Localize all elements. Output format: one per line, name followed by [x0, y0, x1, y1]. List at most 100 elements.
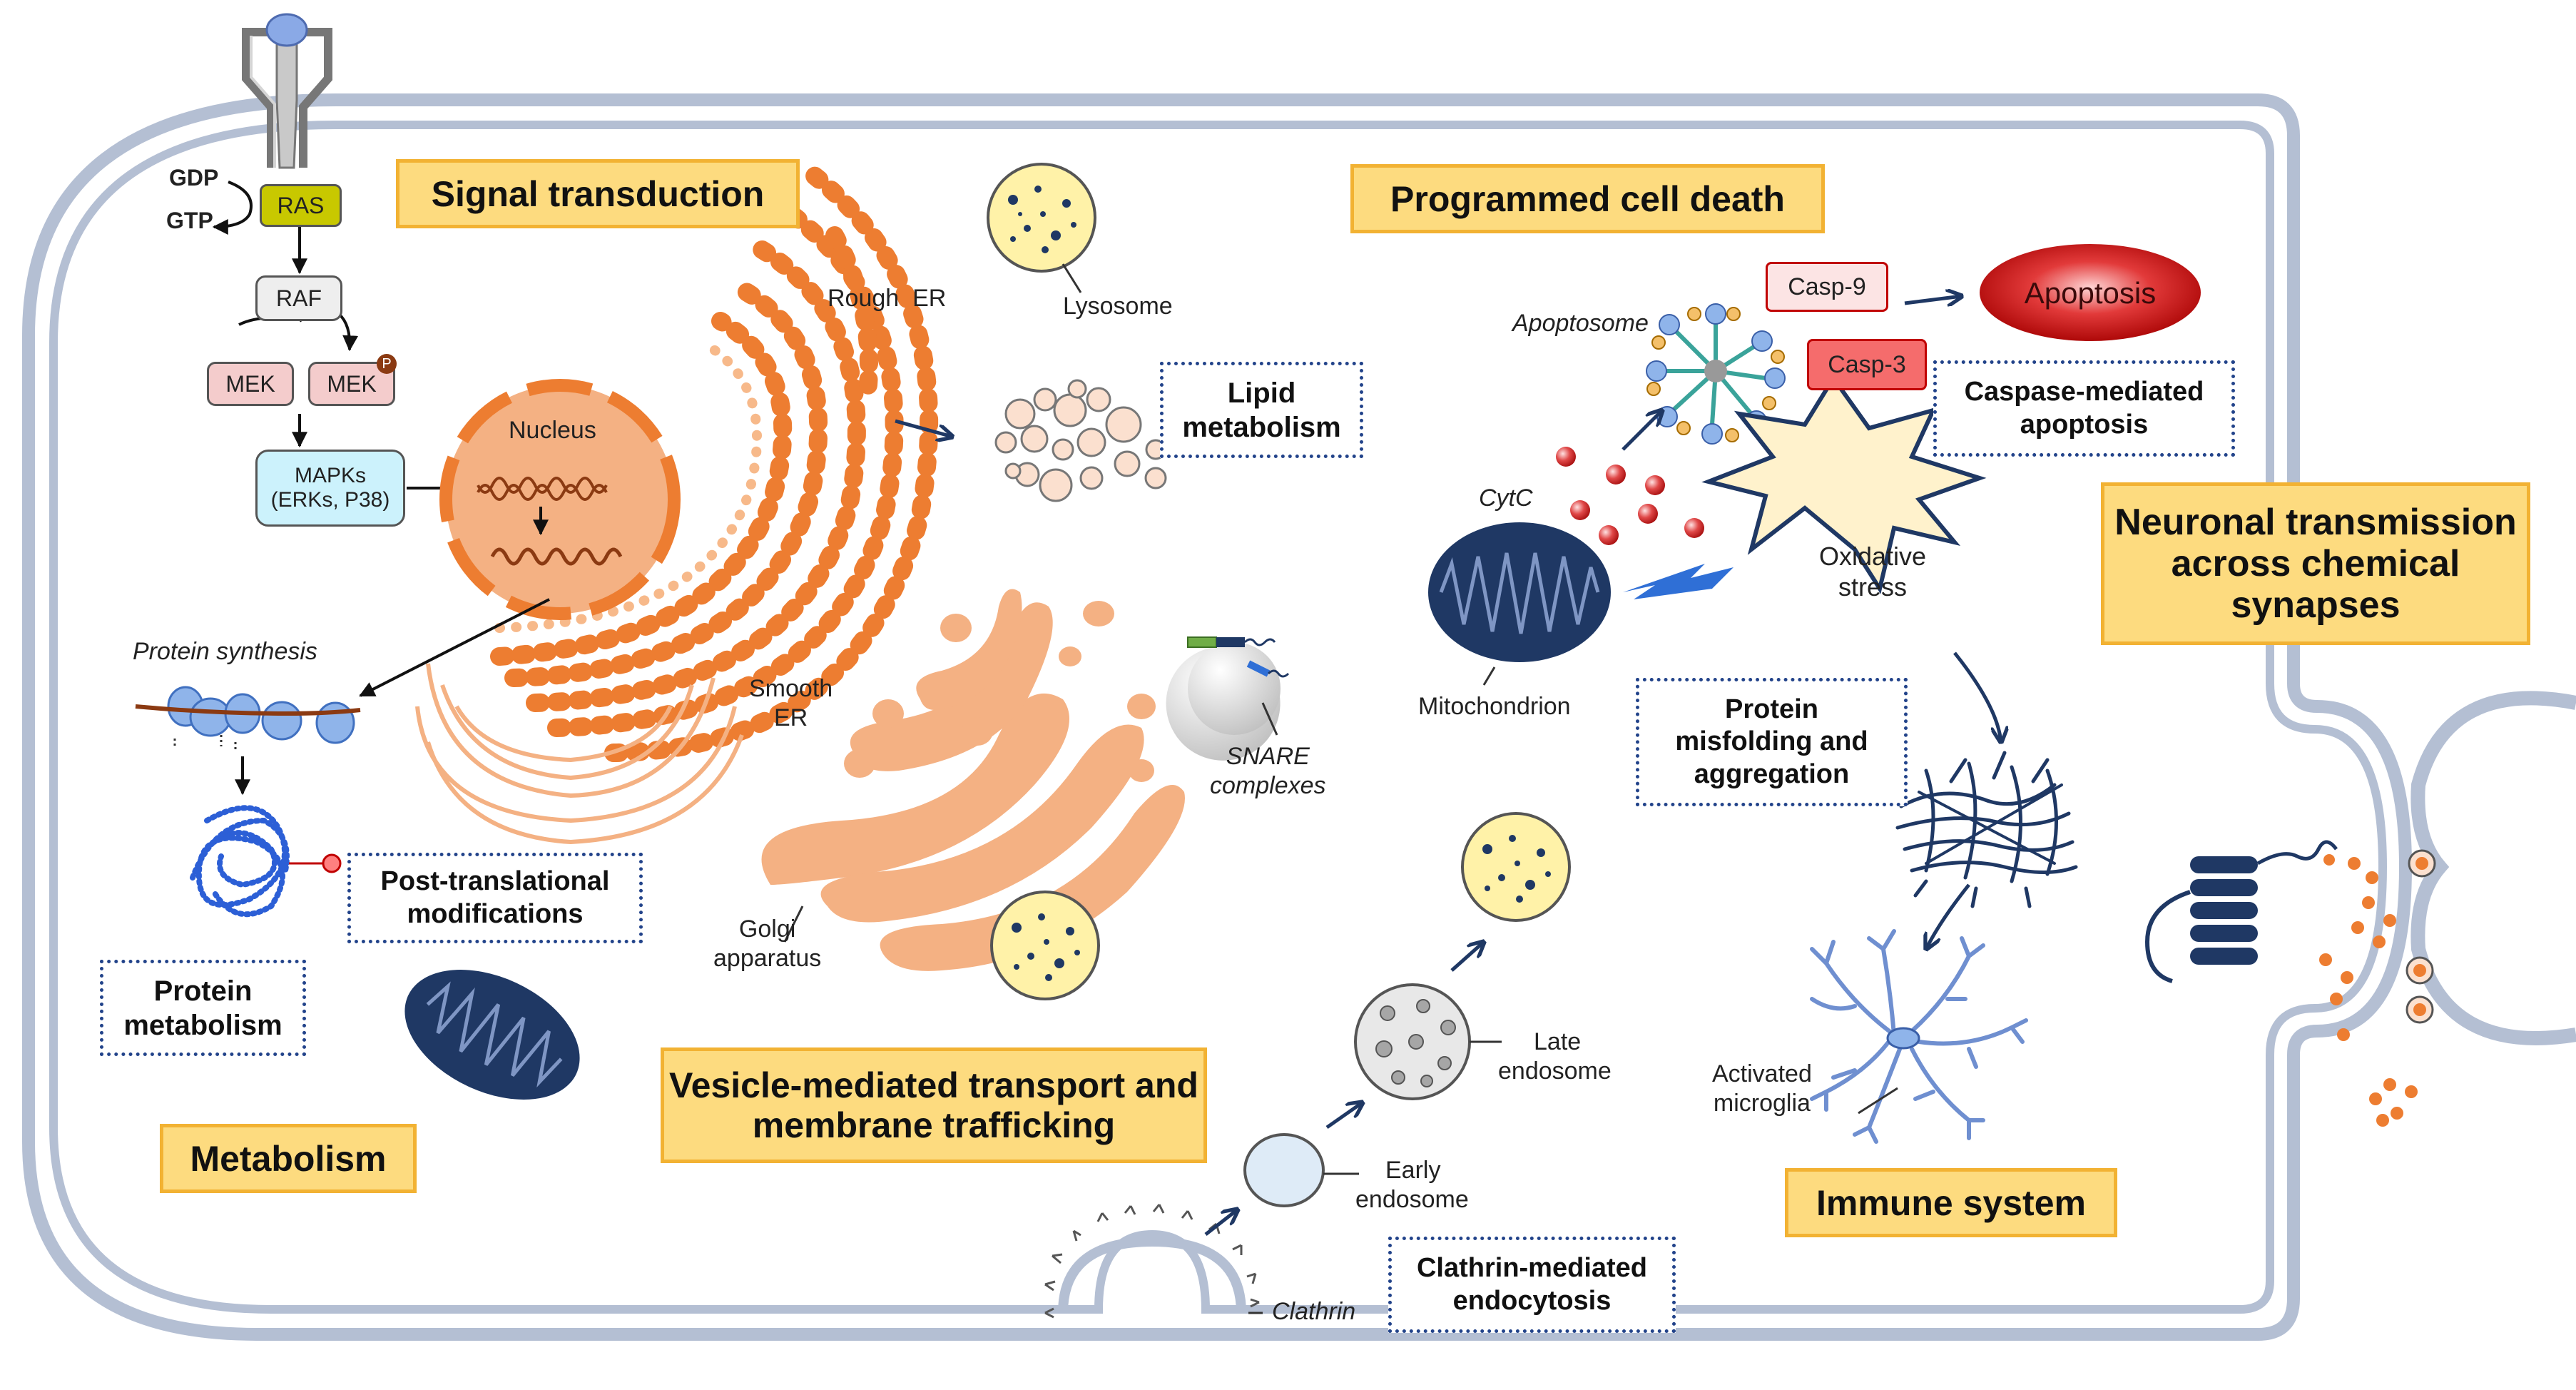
mitochondrion-label: Mitochondrion: [1418, 693, 1571, 720]
header-vesicle-transport: Vesicle-mediated transport and membrane …: [661, 1047, 1207, 1163]
oxidative-line1: Oxidative: [1818, 542, 1927, 571]
raf-node: RAF: [255, 275, 342, 321]
header-signal-transduction: Signal transduction: [396, 159, 800, 228]
apoptosis-label: Apoptosis: [2024, 276, 2157, 310]
oxidative-line2: stress: [1838, 572, 1907, 602]
endocytosis-arrow-1: [1204, 1209, 1238, 1236]
folded-protein-icon: [190, 805, 290, 918]
ion-channel-receptor-icon: [2144, 840, 2338, 983]
lysosome-label: Lysosome: [1063, 293, 1173, 320]
mapks-sublabel: (ERKs, P38): [270, 488, 390, 512]
snare-leader: [1261, 702, 1278, 736]
smooth-er-label: Smooth ER: [749, 674, 833, 733]
late-endosome-line1: Late: [1534, 1028, 1582, 1055]
golgi-line1: Golgi: [738, 915, 796, 943]
header-neuronal-transmission: Neuronal transmission across chemical sy…: [2101, 482, 2530, 645]
synaptic-vesicles-icon: [2406, 849, 2436, 1024]
ras-node: RAS: [260, 184, 342, 227]
aggregate-microglia-arrow: [1926, 883, 1970, 949]
apoptosome-label: Apoptosome: [1512, 310, 1649, 337]
clathrin-pit-icon: [1044, 1204, 1260, 1319]
smooth-er-icon: [415, 663, 744, 845]
transcription-arrow: [359, 598, 550, 697]
header-metabolism: Metabolism: [160, 1124, 417, 1193]
microglia-icon: [1810, 929, 2028, 1144]
activated-microglia-label: Activated microglia: [1712, 1060, 1812, 1118]
mek-node: MEK: [207, 362, 294, 406]
lysosome-2-icon: [1461, 812, 1571, 922]
snare-label: SNARE complexes: [1210, 742, 1326, 801]
mapks-label: MAPKs: [294, 464, 367, 487]
snare-line1: SNARE: [1226, 743, 1310, 770]
microglia-leader: [1858, 1087, 1898, 1115]
mitochondrion-right-icon: [1428, 522, 1611, 662]
box-post-translational: Post-translational modifications: [347, 853, 643, 943]
late-endosome-label: Late endosome: [1498, 1028, 1612, 1086]
mitochondrion-left-icon: [404, 970, 580, 1100]
endocytosis-arrow-2: [1325, 1102, 1363, 1130]
neurotransmitter-dots-icon: [2319, 854, 2418, 1127]
cytc-particles-icon: [1556, 447, 1704, 545]
late-endosome-icon: [1354, 983, 1471, 1100]
vesicle-icon: [990, 891, 1100, 1000]
golgi-label: Golgi apparatus: [713, 915, 821, 973]
ptm-dot-icon: [322, 853, 342, 873]
nucleus-icon: [439, 379, 681, 620]
ribosome-icon: [135, 686, 361, 751]
cell-membrane: [22, 93, 2413, 1341]
early-endosome-label: Early endosome: [1355, 1156, 1469, 1214]
golgi-line2: apparatus: [713, 944, 822, 972]
protein-aggregate-icon: [1895, 751, 2078, 908]
protein-synthesis-label: Protein synthesis: [133, 638, 317, 665]
casp9-apoptosis-arrow: [1904, 296, 1962, 303]
oxidative-misfold-arrow: [1953, 651, 2001, 742]
gdp-label: GDP: [169, 165, 219, 191]
smooth-er-line1: Smooth: [749, 675, 833, 702]
er-lipid-arrow: [895, 419, 952, 437]
lipid-droplets-icon: [994, 379, 1167, 502]
cytc-label: CytC: [1479, 485, 1533, 512]
early-endosome-icon: [1243, 1133, 1325, 1207]
box-protein-misfolding: Protein misfolding and aggregation: [1636, 678, 1908, 806]
mapks-node: MAPKs (ERKs, P38): [255, 450, 405, 527]
oxidative-stress-burst: [1701, 374, 1987, 594]
lightning-icon: [1623, 564, 1734, 599]
cytc-apoptosome-arrow: [1622, 410, 1662, 451]
microglia-line2: microglia: [1713, 1089, 1811, 1117]
endocytosis-arrow-3: [1450, 942, 1484, 972]
early-endosome-line1: Early: [1385, 1157, 1441, 1184]
nucleus-label: Nucleus: [509, 417, 596, 444]
clathrin-label: Clathrin: [1272, 1298, 1356, 1325]
microglia-line1: Activated: [1712, 1060, 1812, 1087]
casp3-node: Casp-3: [1807, 339, 1927, 390]
apoptosis-ellipse: [1980, 244, 2201, 341]
casp9-node: Casp-9: [1766, 262, 1888, 312]
membrane-receptor-icon: [242, 13, 332, 169]
box-clathrin-endocytosis: Clathrin-mediated endocytosis: [1388, 1237, 1676, 1333]
header-programmed-cell-death: Programmed cell death: [1350, 164, 1825, 233]
gdp-gtp-arrow: [212, 181, 253, 235]
snare-line2: complexes: [1210, 771, 1326, 799]
box-caspase-apoptosis: Caspase-mediated apoptosis: [1933, 360, 2235, 457]
smooth-er-line2: ER: [773, 704, 808, 731]
lysosome-icon: [987, 163, 1096, 273]
box-protein-metabolism: Protein metabolism: [100, 960, 306, 1056]
gtp-label: GTP: [166, 208, 213, 233]
late-endosome-line2: endosome: [1498, 1057, 1612, 1085]
phosphate-icon: P: [377, 354, 397, 374]
postsynaptic-membrane: [2410, 691, 2576, 1045]
mitochondrion-leader: [1482, 666, 1496, 686]
snare-complex-icon: [1166, 636, 1290, 761]
box-lipid-metabolism: Lipid metabolism: [1160, 362, 1363, 458]
lysosome-leader: [1062, 263, 1082, 293]
oxidative-stress-label: Oxidative stress: [1798, 541, 1948, 602]
microglia-body: [1886, 1027, 1920, 1050]
golgi-leader: [783, 905, 804, 943]
apoptosome-icon: [1646, 303, 1786, 445]
header-immune-system: Immune system: [1785, 1168, 2117, 1237]
early-endosome-line2: endosome: [1355, 1185, 1469, 1213]
rough-er-label: Rough ER: [828, 285, 947, 312]
golgi-apparatus-icon: [761, 589, 1185, 971]
